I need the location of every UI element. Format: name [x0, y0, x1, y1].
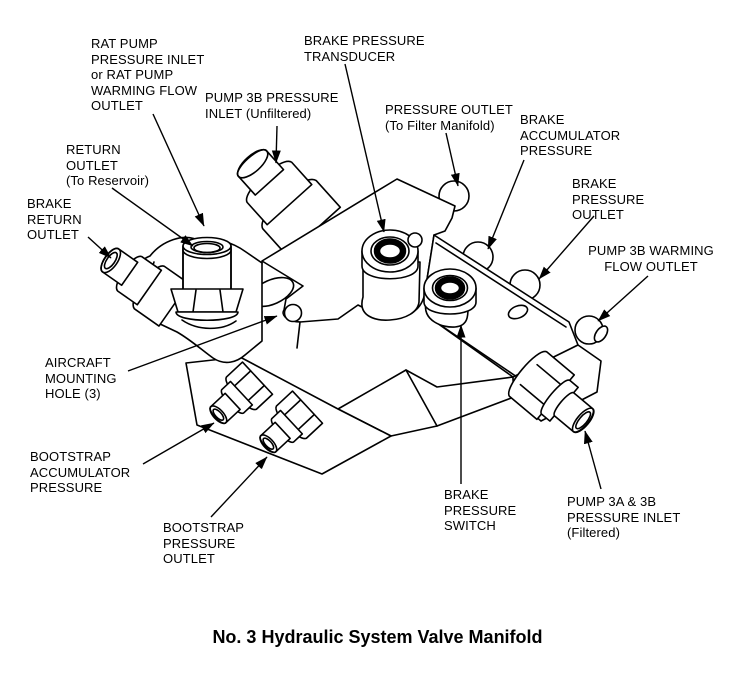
label-bootstrap-pressure-outlet: BOOTSTRAP PRESSURE OUTLET: [163, 520, 245, 566]
return-outlet-fitting: [170, 236, 244, 322]
label-return-outlet: RETURN OUTLET (To Reservoir): [66, 142, 150, 188]
label-brake-return-outlet: BRAKE RETURN OUTLET: [27, 196, 82, 242]
label-aircraft-mounting-hole: AIRCRAFT MOUNTING HOLE (3): [45, 355, 117, 401]
leader-lines: [87, 63, 649, 518]
leader-pump-3a-3b-inlet: [583, 430, 602, 490]
label-brake-pressure-transducer: BRAKE PRESSURE TRANSDUCER: [304, 33, 425, 64]
leader-pump-3b-warming: [597, 275, 649, 322]
label-pressure-outlet: PRESSURE OUTLET (To Filter Manifold): [385, 102, 513, 133]
brake-pressure-transducer-boss: [361, 229, 423, 321]
leader-brake-pressure-transducer: [344, 63, 386, 233]
label-brake-pressure-switch: BRAKE PRESSURE SWITCH: [444, 487, 517, 533]
label-pump-3b-pressure-inlet: PUMP 3B PRESSURE INLET (Unfiltered): [205, 90, 339, 121]
pump-3b-warming-port: [574, 315, 609, 345]
pump-3a-3b-inlet-fitting: [508, 350, 595, 434]
label-bootstrap-accumulator-pressure: BOOTSTRAP ACCUMULATOR PRESSURE: [30, 449, 131, 495]
aircraft-mounting-hole: [283, 303, 303, 323]
leader-aircraft-mounting-hole: [127, 315, 278, 372]
manifold-body: [100, 148, 609, 475]
leader-return-outlet: [111, 187, 194, 247]
label-rat-pump: RAT PUMP PRESSURE INLET or RAT PUMP WARM…: [91, 36, 205, 113]
bootstrap-accumulator-fitting: [209, 361, 274, 425]
leader-brake-pressure-outlet: [538, 215, 595, 280]
leader-bootstrap-accumulator: [142, 422, 215, 465]
leader-brake-accumulator: [487, 159, 525, 250]
brake-pressure-switch-boss: [423, 268, 529, 328]
label-pump-3a-3b-pressure-inlet: PUMP 3A & 3B PRESSURE INLET (Filtered): [567, 494, 681, 540]
leader-pump-3b-inlet: [271, 125, 281, 164]
leader-rat-pump: [152, 113, 205, 227]
leader-pressure-outlet: [445, 132, 460, 187]
label-pump-3b-warming-flow-outlet: PUMP 3B WARMING FLOW OUTLET: [588, 243, 714, 274]
label-brake-accumulator-pressure: BRAKE ACCUMULATOR PRESSURE: [520, 112, 621, 158]
leader-brake-return-outlet: [87, 236, 112, 259]
figure-caption: No. 3 Hydraulic System Valve Manifold: [212, 627, 543, 647]
label-brake-pressure-outlet: BRAKE PRESSURE OUTLET: [572, 176, 645, 222]
leader-bootstrap-outlet: [210, 456, 268, 518]
bootstrap-pressure-outlet-fitting: [259, 390, 324, 454]
